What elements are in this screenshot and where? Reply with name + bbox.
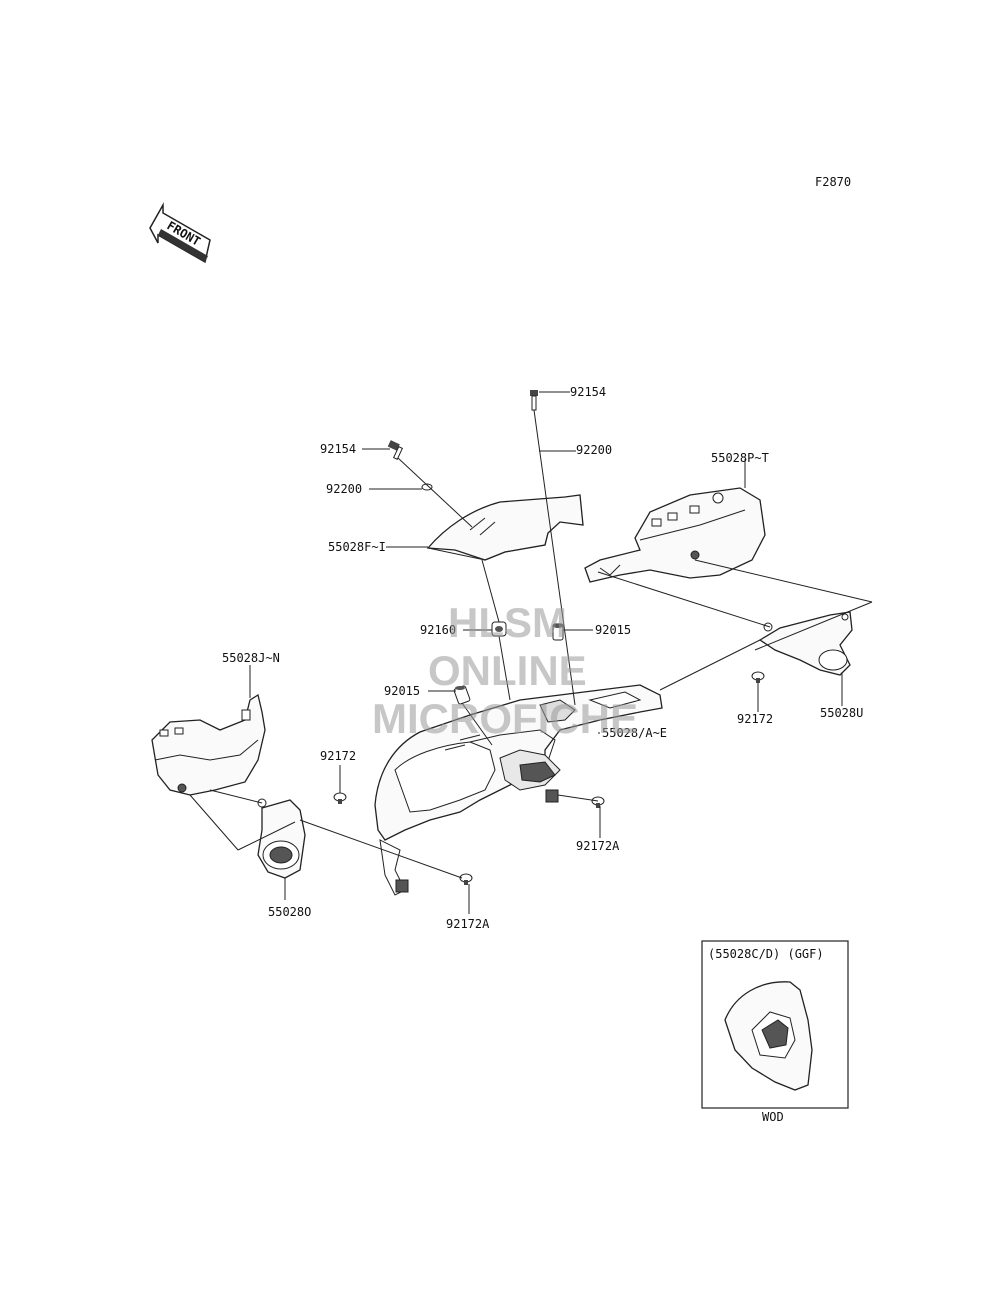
front-arrow-icon: FRONT — [149, 202, 211, 264]
upper-cowl-part — [374, 684, 663, 896]
leader-lines — [189, 391, 873, 914]
screw-92172A-bottom-icon — [459, 873, 473, 885]
inset-cowl-variant-part — [724, 981, 813, 1091]
callout-92160: 92160 — [420, 623, 456, 637]
figure-code: F2870 — [815, 175, 851, 189]
watermark-line-3: MICROFICHE — [372, 695, 638, 742]
callout-92172-right: 92172 — [737, 712, 773, 726]
damper-92015-right-icon — [552, 623, 564, 641]
watermark-line-2: ONLINE — [428, 647, 587, 694]
screw-92172-left-icon — [333, 792, 347, 804]
variant-inset: (55028C/D) (GGF) WOD — [701, 940, 849, 1124]
washer-92200-left-icon — [421, 483, 433, 491]
callout-55028J-N: 55028J~N — [222, 651, 280, 665]
callout-55028F-I: 55028F~I — [328, 540, 386, 554]
callout-92154-left: 92154 — [320, 442, 356, 456]
right-side-panel-part — [584, 487, 766, 583]
screw-92172A-mid-icon — [591, 796, 605, 808]
windshield-cover-part — [426, 494, 584, 561]
grommet-92160-icon — [491, 621, 507, 637]
callout-92154-top: 92154 — [570, 385, 606, 399]
screw-92172-right-icon — [751, 671, 765, 683]
inset-caption: WOD — [762, 1110, 784, 1124]
left-side-panel-part — [151, 693, 266, 796]
callout-55028P-T: 55028P~T — [711, 451, 769, 465]
left-bracket-part — [257, 798, 306, 879]
damper-92015-left-icon — [453, 685, 471, 705]
callout-92015-left: 92015 — [384, 684, 420, 698]
watermark-line-1: HLSM — [448, 599, 567, 646]
callout-55028-A-E: 55028/A~E — [602, 726, 667, 740]
inset-title: (55028C/D) (GGF) — [708, 947, 824, 961]
callout-92015-right: 92015 — [595, 623, 631, 637]
bolt-92154-top-icon — [530, 390, 538, 411]
callout-55028O: 55028O — [268, 905, 311, 919]
callout-92172A-mid: 92172A — [576, 839, 620, 853]
callout-92200-top: 92200 — [576, 443, 612, 457]
callout-55028U: 55028U — [820, 706, 863, 720]
bolt-92154-left-icon — [387, 440, 404, 460]
callout-92172A-bottom: 92172A — [446, 917, 490, 931]
callout-92200-left: 92200 — [326, 482, 362, 496]
callout-92172-left: 92172 — [320, 749, 356, 763]
right-bracket-part — [758, 611, 853, 676]
watermark: HLSM ONLINE MICROFICHE — [372, 599, 638, 742]
